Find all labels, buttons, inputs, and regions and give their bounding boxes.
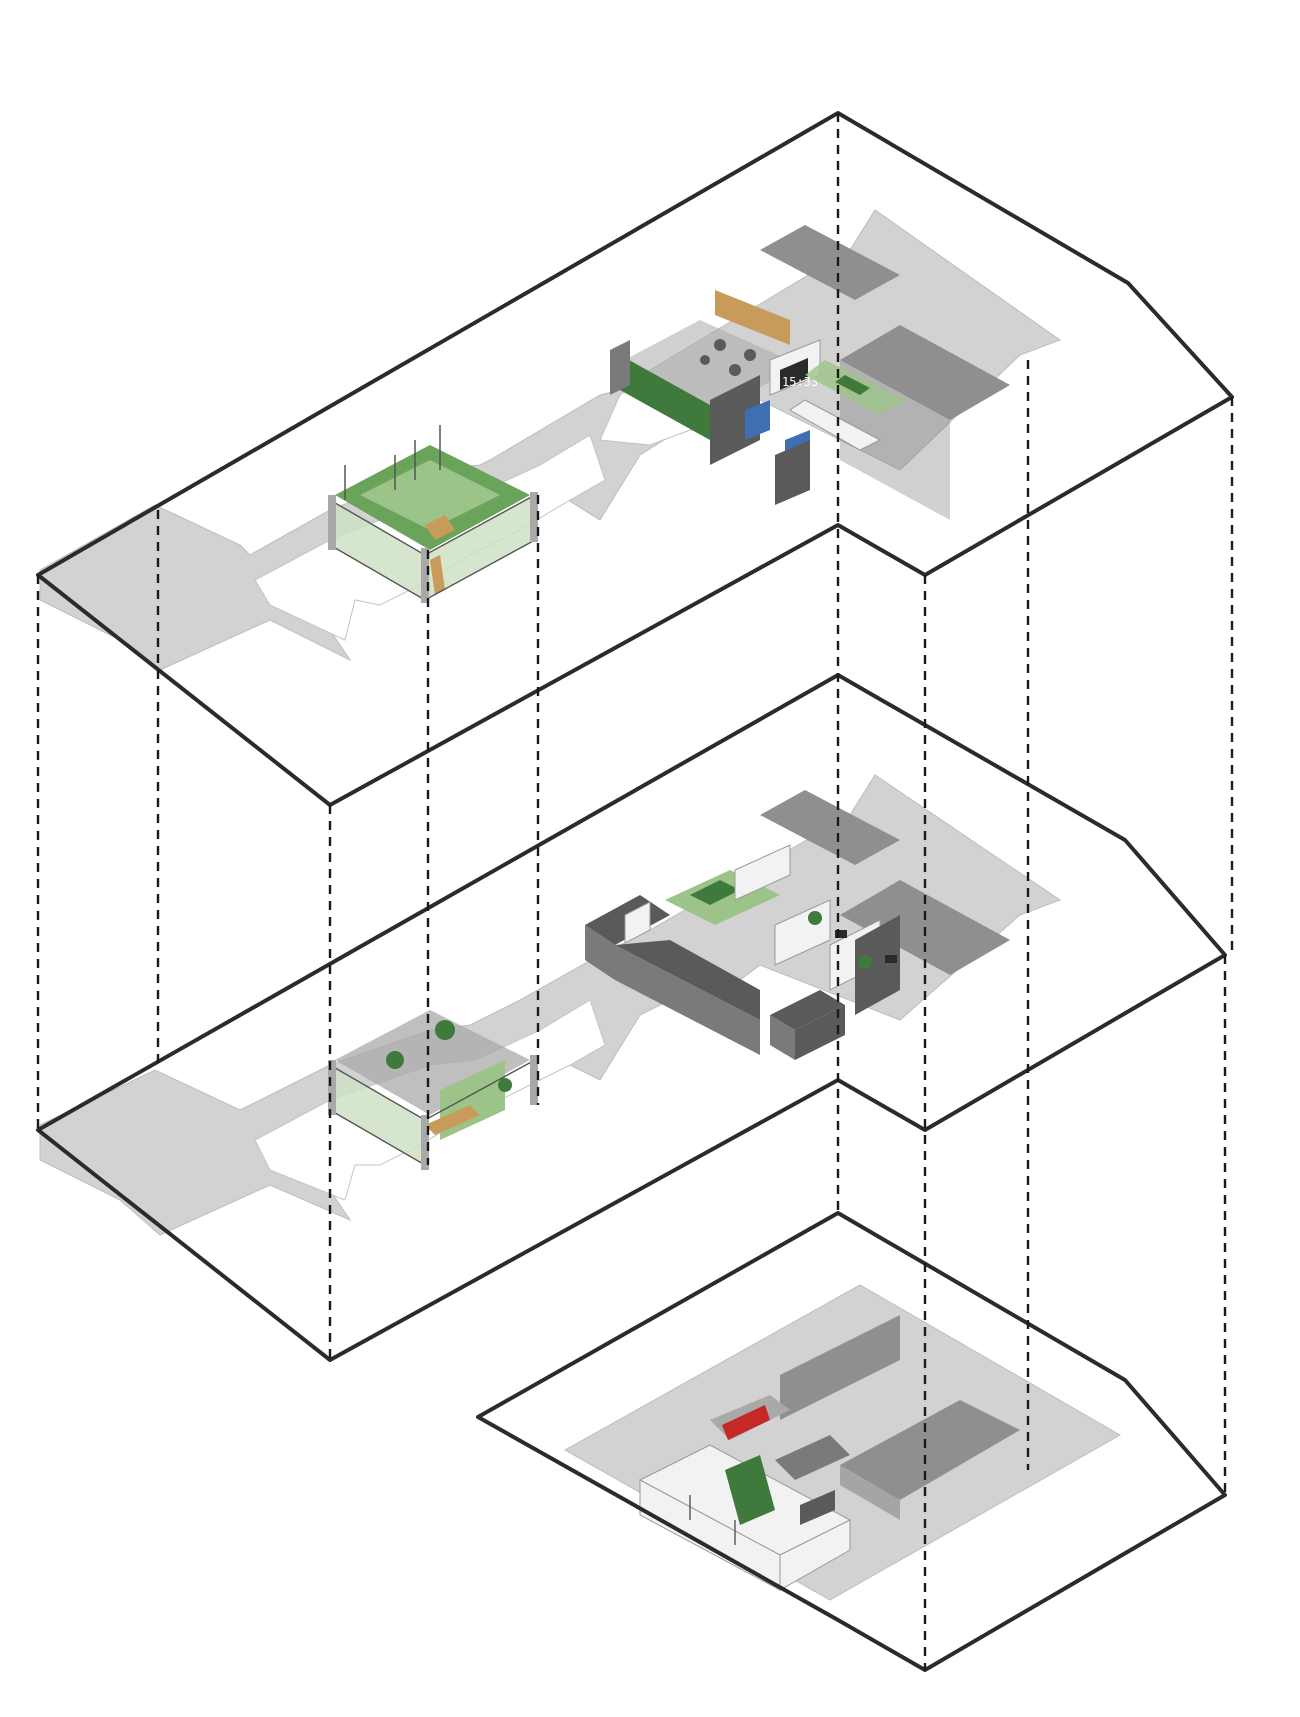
clock-display: 15:33 bbox=[782, 375, 818, 389]
vertical-alignment-lines bbox=[36, 113, 1234, 1670]
ground-floor bbox=[476, 1211, 1227, 1672]
middle-floor bbox=[36, 673, 1227, 1362]
upper-lounge: 15:33 bbox=[610, 290, 905, 505]
middle-floor-outline[interactable] bbox=[36, 673, 1227, 1362]
ground-core-block-2 bbox=[840, 1400, 1020, 1500]
ground-floor-outline[interactable] bbox=[476, 1211, 1227, 1672]
middle-lounge bbox=[585, 844, 900, 1060]
upper-core-block-2 bbox=[840, 325, 1010, 420]
ground-core-block-1 bbox=[780, 1315, 900, 1420]
ground-reception bbox=[638, 1395, 852, 1591]
ground-core-block-2-side bbox=[840, 1465, 900, 1520]
upper-stair-room bbox=[328, 425, 538, 603]
middle-floor-slab bbox=[39, 774, 1062, 1236]
upper-core-block-1 bbox=[760, 225, 900, 300]
upper-floor-outline[interactable] bbox=[36, 111, 1234, 807]
middle-planted-room bbox=[328, 1010, 538, 1170]
upper-floor: 15:33 bbox=[36, 111, 1234, 807]
middle-core-block-1 bbox=[760, 790, 900, 865]
